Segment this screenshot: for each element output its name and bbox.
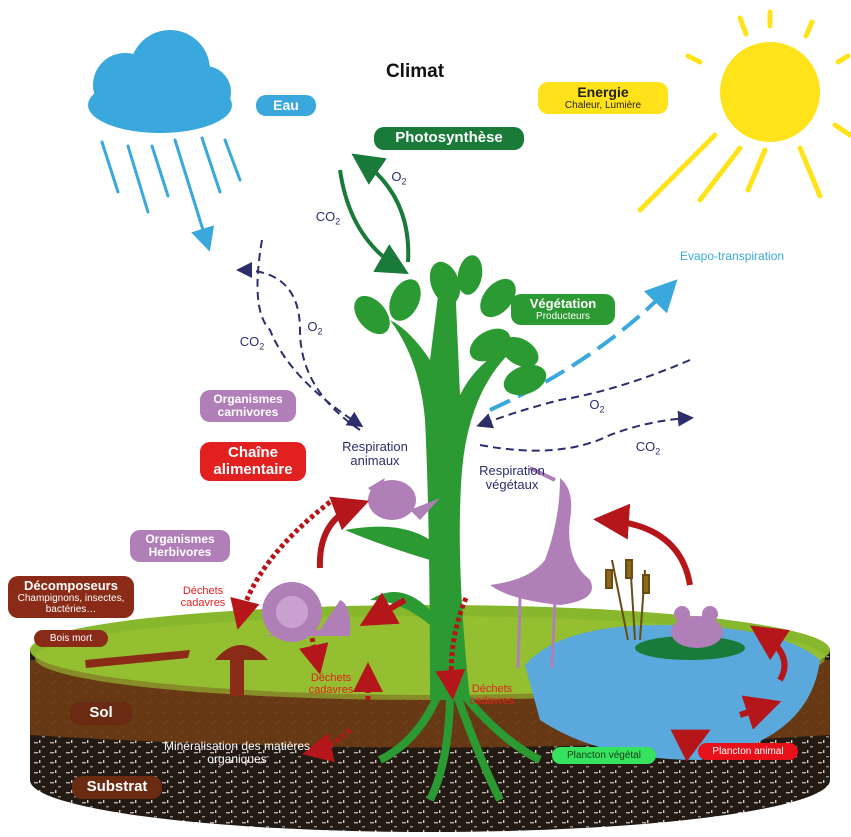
label-dechets-3: Déchets cadavres xyxy=(469,683,515,708)
label-decomposeurs-sub: Champignons, insectes, bactéries… xyxy=(17,593,125,616)
lily-pad xyxy=(635,636,745,660)
sun-icon xyxy=(637,9,851,213)
label-vegetation-title: Végétation xyxy=(529,296,597,311)
dead-wood-icon xyxy=(85,650,190,668)
label-decomposeurs-title: Décomposeurs xyxy=(24,578,118,593)
heron-icon xyxy=(490,466,592,669)
co2-arrow xyxy=(338,169,409,275)
label-vegetation-sub: Producteurs xyxy=(536,311,590,323)
label-eau: Eau xyxy=(256,95,316,117)
label-dechets-1: Déchets cadavres xyxy=(180,585,226,610)
label-respiration-animaux: Respiration animaux xyxy=(342,439,408,469)
label-energie-sub: Chaleur, Lumière xyxy=(564,100,642,112)
label-vegetation: Végétation Producteurs xyxy=(511,294,615,326)
snail-icon xyxy=(262,582,351,642)
label-o2-animal: O2 xyxy=(307,319,323,337)
label-bois-mort: Bois mort xyxy=(34,630,108,647)
label-energie: Energie Chaleur, Lumière xyxy=(538,82,668,115)
o2-plant-arrow xyxy=(476,359,691,429)
decomposition-arrows xyxy=(230,500,469,763)
rain-icon xyxy=(100,136,242,252)
food-chain-arrows xyxy=(316,496,790,762)
evapo-arrow xyxy=(489,279,678,412)
title: Climat xyxy=(385,61,445,82)
label-dechets-2: Déchets cadavres xyxy=(308,672,354,697)
label-evapo: Evapo-transpiration xyxy=(680,249,785,263)
mushroom-icon xyxy=(215,645,268,696)
cattail-icon xyxy=(605,559,650,641)
label-respiration-vegetaux: Respiration végétaux xyxy=(479,463,545,493)
label-energie-title: Energie xyxy=(577,84,629,100)
label-substrat: Substrat xyxy=(72,776,162,799)
bird-icon xyxy=(368,478,440,520)
label-mineralisation: Minéralisation des matières organiques xyxy=(163,739,311,767)
label-co2-plant: CO2 xyxy=(635,439,661,457)
label-decomposeurs: Décomposeurs Champignons, insectes, bact… xyxy=(8,576,134,619)
label-co2-photosynthese: CO2 xyxy=(315,209,341,227)
label-herbivores: Organismes Herbivores xyxy=(130,530,230,563)
cloud-icon xyxy=(88,30,232,133)
label-co2-animal: CO2 xyxy=(239,334,265,352)
label-o2-plant: O2 xyxy=(589,397,605,415)
label-photosynthese: Photosynthèse xyxy=(374,127,524,150)
o2-arrow xyxy=(351,153,411,263)
label-chaine-alimentaire: Chaîne alimentaire xyxy=(200,442,306,481)
tree-icon xyxy=(345,255,547,802)
label-plancton-animal: Plancton animal xyxy=(698,743,798,760)
co2-animal-arrow xyxy=(236,262,361,431)
label-sol: Sol xyxy=(70,702,132,725)
frog-icon xyxy=(671,606,723,648)
label-o2-photosynthese: O2 xyxy=(391,169,407,187)
co2-plant-arrow xyxy=(479,410,694,452)
label-carnivores: Organismes carnivores xyxy=(200,390,296,423)
label-plancton-vegetal: Plancton végétal xyxy=(552,747,656,764)
